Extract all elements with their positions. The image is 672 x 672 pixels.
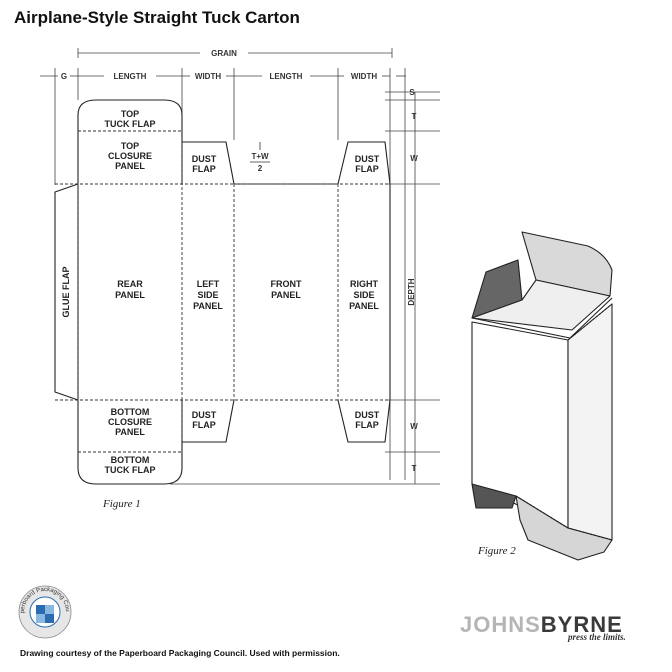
bottom-tuck-flap-label-1: BOTTOM: [111, 455, 150, 465]
ppc-logo: Paperboard Packaging Council: [0, 0, 72, 639]
front-panel-label-1: FRONT: [271, 279, 302, 289]
dim-g-label: G: [61, 72, 67, 81]
brand-byrne: BYRNE: [540, 612, 623, 637]
figure1-caption: Figure 1: [102, 498, 141, 510]
dim-width1-label: WIDTH: [195, 72, 221, 81]
assembled-carton-illustration: [471, 231, 613, 561]
dust-flap-bottom-right-label-1: DUST: [355, 410, 380, 420]
dieline: [54, 99, 391, 485]
dust-flap-top-left-label-1: DUST: [192, 154, 217, 164]
svg-text:Paperboard Packaging Council: Paperboard Packaging Council: [0, 0, 70, 613]
dim-width2-label: WIDTH: [351, 72, 377, 81]
right-side-panel-label-2: SIDE: [353, 290, 374, 300]
front-panel-label-2: PANEL: [271, 290, 301, 300]
bottom-tuck-flap-label-2: TUCK FLAP: [105, 465, 156, 475]
dimension-lines: [40, 48, 440, 485]
right-side-panel-label-1: RIGHT: [350, 279, 379, 289]
right-side-panel-label-3: PANEL: [349, 301, 379, 311]
dust-flap-bottom-left-label-2: FLAP: [192, 420, 216, 430]
top-tuck-flap-label-2: TUCK FLAP: [105, 119, 156, 129]
bottom-closure-label-1: BOTTOM: [111, 407, 150, 417]
dust-flap-top-left-label-2: FLAP: [192, 164, 216, 174]
top-closure-label-2: CLOSURE: [108, 151, 152, 161]
top-closure-label-3: PANEL: [115, 161, 145, 171]
left-side-panel-label-1: LEFT: [197, 279, 220, 289]
figure2-caption: Figure 2: [477, 545, 516, 557]
brand-johns: JOHNS: [460, 612, 541, 637]
dust-flap-bottom-right-label-2: FLAP: [355, 420, 379, 430]
dim-length1-label: LENGTH: [114, 72, 147, 81]
rear-panel-label-2: PANEL: [115, 290, 145, 300]
bottom-closure-label-2: CLOSURE: [108, 417, 152, 427]
credit-text: Drawing courtesy of the Paperboard Packa…: [20, 648, 340, 658]
dim-length2-label: LENGTH: [270, 72, 303, 81]
bottom-closure-label-3: PANEL: [115, 427, 145, 437]
top-closure-label-1: TOP: [121, 141, 139, 151]
panel-labels: TOP TUCK FLAP TOP CLOSURE PANEL DUST FLA…: [61, 109, 380, 475]
dim-w-top-label: W: [410, 154, 418, 163]
page-title: Airplane-Style Straight Tuck Carton: [14, 8, 300, 27]
left-side-panel-label-2: SIDE: [197, 290, 218, 300]
tw-numerator: T+W: [251, 152, 269, 161]
rear-panel-label-1: REAR: [117, 279, 143, 289]
dim-t-top-label: T: [412, 112, 417, 121]
johnsbyrne-logo: JOHNSBYRNE: [460, 612, 623, 638]
dim-t-bottom-label: T: [412, 464, 417, 473]
dim-depth-label: DEPTH: [407, 278, 416, 305]
dim-w-bottom-label: W: [410, 422, 418, 431]
score-lines: [55, 130, 390, 453]
dim-s-label: S: [409, 88, 415, 97]
dust-flap-top-right-label-1: DUST: [355, 154, 380, 164]
top-tuck-flap-label-1: TOP: [121, 109, 139, 119]
glue-flap-label: GLUE FLAP: [61, 267, 71, 318]
dust-flap-top-right-label-2: FLAP: [355, 164, 379, 174]
left-side-panel-label-3: PANEL: [193, 301, 223, 311]
brand-tagline: press the limits.: [568, 632, 626, 642]
grain-label: GRAIN: [211, 49, 237, 58]
tw-denominator: 2: [258, 164, 263, 173]
dust-flap-bottom-left-label-1: DUST: [192, 410, 217, 420]
